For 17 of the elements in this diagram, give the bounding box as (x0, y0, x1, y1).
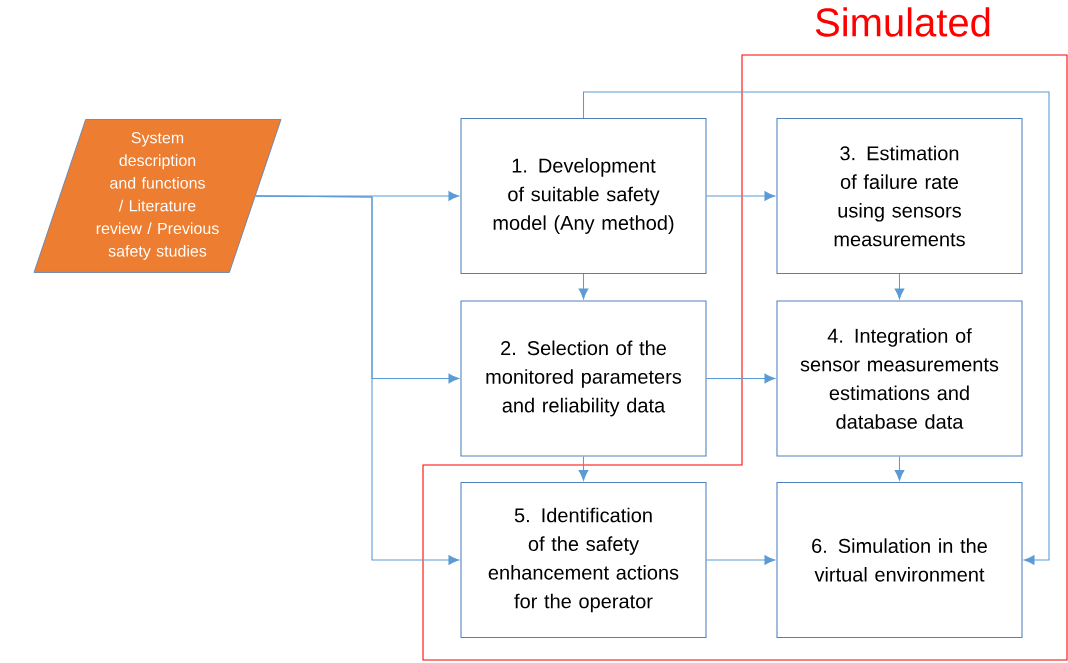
arrow (894, 455, 905, 481)
arrow (706, 191, 776, 201)
process-box: 2. Selection of the monitored parameters and reliability data (460, 300, 707, 457)
process-box: 4. Integration of sensor measurements estimations and database data (776, 300, 1023, 457)
input-parallelogram: System description and functions / Literature review / Previous safety studies (33, 119, 282, 273)
arrow (582, 91, 1050, 565)
process-box: 5. Identification of the safety enhancement actions for the operator (460, 481, 707, 638)
process-box: 1. Development of suitable safety model (Any method) (460, 117, 707, 275)
arrow (706, 555, 776, 565)
process-box: 3. Estimation of failure rate using sensors measurements (776, 117, 1023, 275)
node-label: Simulated (815, 7, 990, 37)
process-box: 6. Simulation in the virtual environment (776, 481, 1023, 638)
arrow (894, 273, 905, 300)
arrow (578, 273, 589, 300)
arrow (255, 195, 460, 565)
arrow (578, 455, 589, 481)
arrow (706, 373, 776, 384)
